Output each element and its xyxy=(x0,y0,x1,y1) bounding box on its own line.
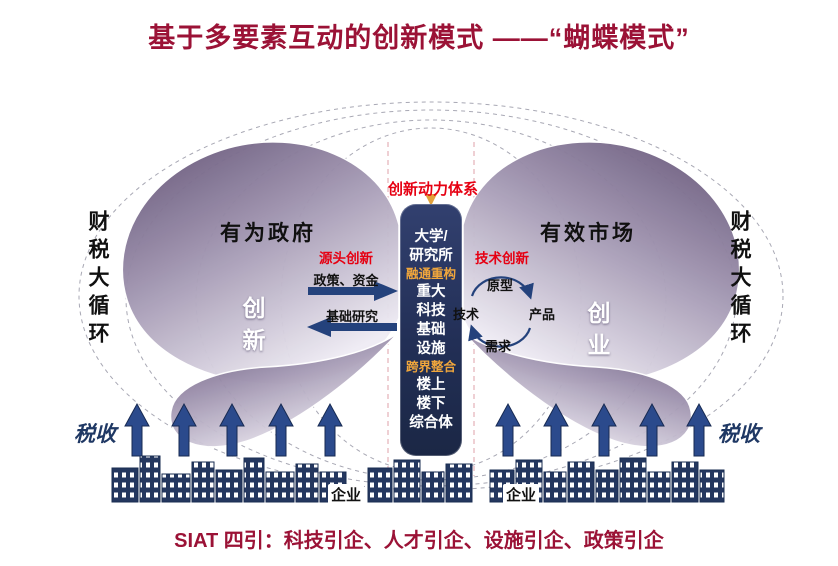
column-major-line4: 设施 xyxy=(416,340,446,357)
left-flow-arrows xyxy=(307,281,398,337)
basic-research-label: 基础研究 xyxy=(325,309,379,324)
column-complex-line2: 楼下 xyxy=(416,395,446,412)
column-university-line1: 大学/ xyxy=(414,228,448,245)
right-tax-label: 税收 xyxy=(718,423,760,446)
prototype-label: 原型 xyxy=(486,278,514,293)
policy-right-arrow xyxy=(308,281,398,301)
right-fiscal-cycle-label: 财税大循环 xyxy=(728,210,751,350)
technology-label: 技术 xyxy=(452,307,480,322)
diagram-caption: SIAT 四引：科技引企、人才引企、设施引企、政策引企 xyxy=(174,530,664,552)
center-column: 大学/ 研究所 融通重构 重大 科技 基础 设施 跨界整合 楼上 楼下 综合体 xyxy=(400,204,462,456)
tech-cycle-arrows xyxy=(468,276,534,348)
column-university-line2: 研究所 xyxy=(409,247,453,264)
right-wing-shape xyxy=(462,141,741,448)
tech-innovation-label: 技术创新 xyxy=(475,251,529,266)
research-left-arrow xyxy=(307,317,397,337)
left-wing-title: 有为政府 xyxy=(220,222,316,245)
column-cross-label: 跨界整合 xyxy=(405,359,456,374)
demand-label: 需求 xyxy=(484,339,512,354)
left-enterprise-label: 企业 xyxy=(327,484,365,505)
right-enterprise-label: 企业 xyxy=(502,484,540,505)
column-complex-line1: 楼上 xyxy=(416,376,446,393)
left-tax-label: 税收 xyxy=(74,423,116,446)
innovation-power-label: 创新动力体系 xyxy=(387,181,479,198)
source-innovation-label: 源头创新 xyxy=(319,251,373,266)
enterprise-buildings xyxy=(111,455,725,503)
power-down-arrow xyxy=(425,194,437,206)
left-wing-inner-label: 创新 xyxy=(239,296,265,360)
column-major-line1: 重大 xyxy=(416,283,446,300)
column-complex-line3: 综合体 xyxy=(409,414,453,431)
column-major-line3: 基础 xyxy=(416,321,446,338)
right-wing-inner-label: 创业 xyxy=(584,301,610,365)
policy-capital-label: 政策、资金 xyxy=(313,273,379,288)
left-fiscal-cycle-label: 财税大循环 xyxy=(86,210,109,350)
right-wing-title: 有效市场 xyxy=(540,222,636,245)
column-major-line2: 科技 xyxy=(416,302,446,319)
product-label: 产品 xyxy=(528,307,556,322)
diagram-title: 基于多要素互动的创新模式 ——“蝴蝶模式” xyxy=(148,23,690,53)
column-merge-label: 融通重构 xyxy=(405,266,456,281)
